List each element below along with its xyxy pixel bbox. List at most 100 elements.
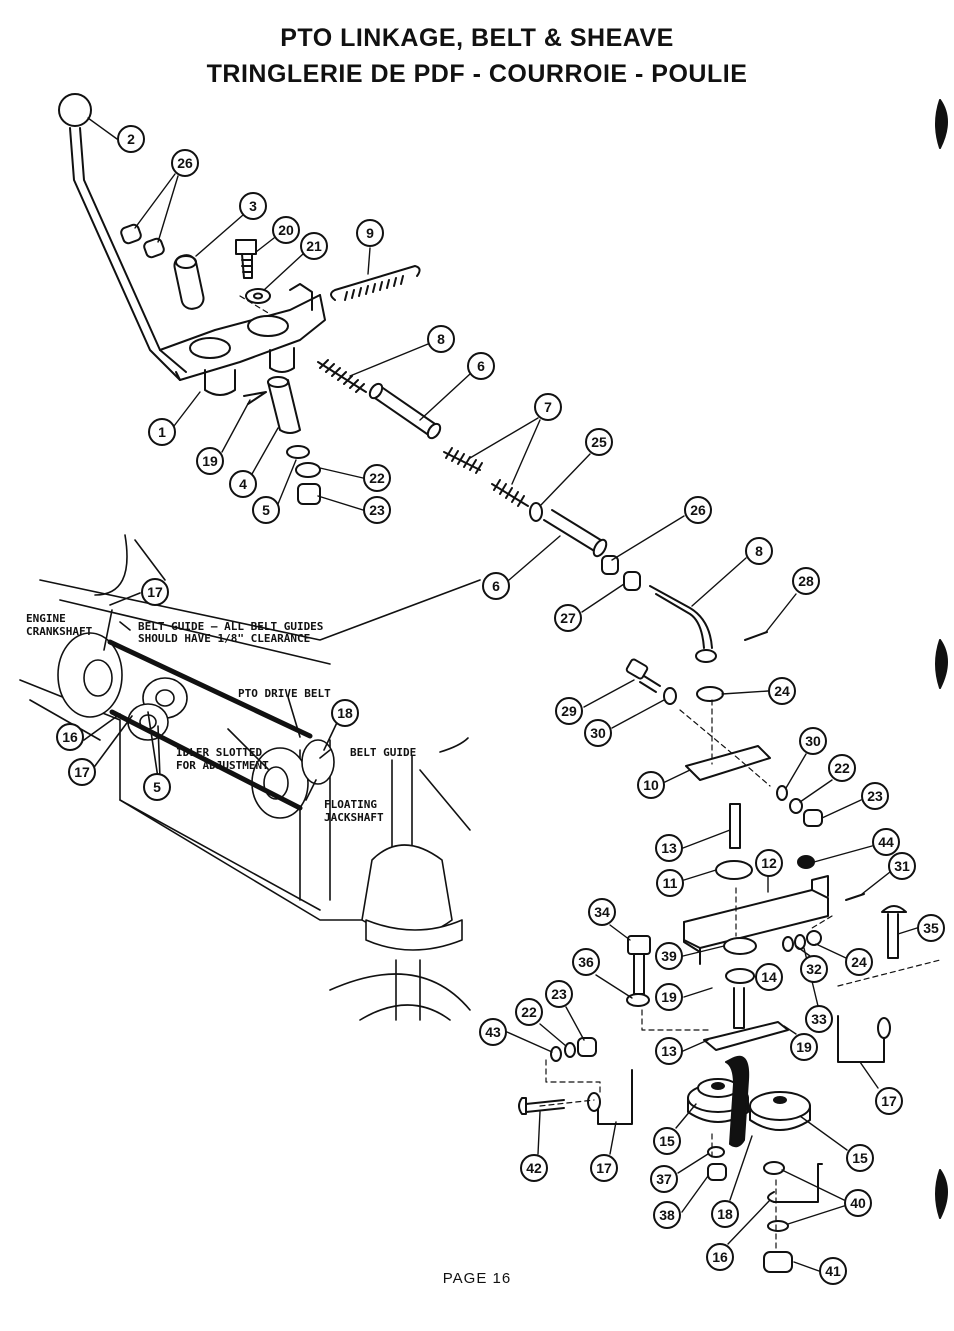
washer-32 (782, 936, 794, 952)
callout-circle (572, 948, 600, 976)
washer-43 (550, 1046, 562, 1062)
callout-circle (755, 963, 783, 991)
callout-3: 3 (239, 192, 267, 220)
callout-number: 23 (369, 502, 385, 518)
callout-number: 6 (477, 358, 485, 374)
callout-38: 38 (653, 1201, 681, 1229)
callout-number: 24 (851, 954, 867, 970)
callout-circle (861, 782, 889, 810)
callout-23: 23 (861, 782, 889, 810)
rod-8 (649, 585, 717, 663)
callout-circle (828, 754, 856, 782)
nut-41 (763, 1251, 793, 1273)
link-10 (685, 745, 771, 781)
callout-9: 9 (356, 219, 384, 247)
callout-number: 6 (492, 578, 500, 594)
callout-circle (534, 393, 562, 421)
pin-3 (173, 254, 205, 310)
callout-number: 23 (551, 986, 567, 1002)
washer-24b (806, 930, 822, 946)
belt-guide-17 (837, 1015, 885, 1063)
callout-circle (875, 1087, 903, 1115)
callout-number: 42 (526, 1160, 542, 1176)
callout-42: 42 (520, 1154, 548, 1182)
washer-30 (663, 687, 677, 705)
label-engine: ENGINE (26, 612, 66, 625)
callout-15: 15 (846, 1144, 874, 1172)
callout-number: 12 (761, 855, 777, 871)
callout-number: 23 (867, 788, 883, 804)
callout-number: 5 (153, 779, 161, 795)
callout-34: 34 (588, 898, 616, 926)
callout-number: 38 (659, 1207, 675, 1223)
callout-13: 13 (655, 834, 683, 862)
callout-circle (653, 1127, 681, 1155)
page-number: PAGE 16 (442, 1270, 512, 1287)
belt-guide-16 (767, 1163, 823, 1203)
callout-circle (584, 719, 612, 747)
callout-circle (590, 1154, 618, 1182)
washer-36 (626, 993, 650, 1007)
callout-number: 44 (878, 834, 894, 850)
callout-19: 19 (655, 983, 683, 1011)
washer-40b (767, 1220, 789, 1232)
page-subtitle: TRINGLERIE DE PDF - COURROIE - POULIE (206, 60, 748, 88)
callout-circle (819, 1257, 847, 1285)
callout-circle (845, 948, 873, 976)
bushing-39 (723, 937, 757, 955)
callout-number: 11 (663, 875, 678, 891)
callout-20: 20 (272, 216, 300, 244)
callout-circle (239, 192, 267, 220)
callout-circle (363, 496, 391, 524)
inset-illustration (19, 534, 481, 1021)
callout-circle (745, 537, 773, 565)
callout-circle (427, 325, 455, 353)
page-title: PTO LINKAGE, BELT & SHEAVE (280, 24, 674, 52)
sheave-15-right (749, 1091, 811, 1131)
callout-circle (356, 219, 384, 247)
label-floating: FLOATING (324, 798, 377, 811)
shaft-13 (729, 803, 741, 849)
callout-10: 10 (637, 771, 665, 799)
callout-number: 33 (811, 1011, 827, 1027)
callout-circle (479, 1018, 507, 1046)
tube-6-lower (543, 509, 608, 558)
callout-circle (252, 496, 280, 524)
callout-30: 30 (799, 727, 827, 755)
spacer-4 (267, 376, 301, 434)
callout-number: 43 (485, 1024, 501, 1040)
callout-33: 33 (805, 1005, 833, 1033)
callout-12: 12 (755, 849, 783, 877)
callout-number: 35 (923, 920, 939, 936)
callout-41: 41 (819, 1257, 847, 1285)
carriage-bolt-35 (881, 905, 907, 959)
callout-32: 32 (800, 955, 828, 983)
spring-7 (443, 447, 529, 507)
callout-number: 2 (127, 131, 135, 147)
callout-circle (363, 464, 391, 492)
nut-26-lower (601, 555, 619, 575)
callout-21: 21 (300, 232, 328, 260)
nut-38 (707, 1163, 727, 1181)
nut-23c (577, 1037, 597, 1057)
callout-17: 17 (141, 578, 169, 606)
bushing-11 (715, 860, 753, 880)
washer-24 (696, 686, 724, 702)
shaft-13-lower (733, 987, 745, 1029)
callout-circle (196, 447, 224, 475)
callout-40: 40 (844, 1189, 872, 1217)
callout-number: 7 (544, 399, 552, 415)
callout-circle (482, 572, 510, 600)
callout-36: 36 (572, 948, 600, 976)
callout-13: 13 (655, 1037, 683, 1065)
label-belt-guide-2: SHOULD HAVE 1/8" CLEARANCE (138, 632, 310, 645)
callout-circle (171, 149, 199, 177)
assembly-lines (239, 295, 941, 1251)
spring-8 (317, 359, 367, 393)
callout-25: 25 (585, 428, 613, 456)
callout-number: 34 (594, 904, 610, 920)
callout-30: 30 (584, 719, 612, 747)
callout-number: 5 (262, 502, 270, 518)
callout-number: 41 (825, 1263, 841, 1279)
